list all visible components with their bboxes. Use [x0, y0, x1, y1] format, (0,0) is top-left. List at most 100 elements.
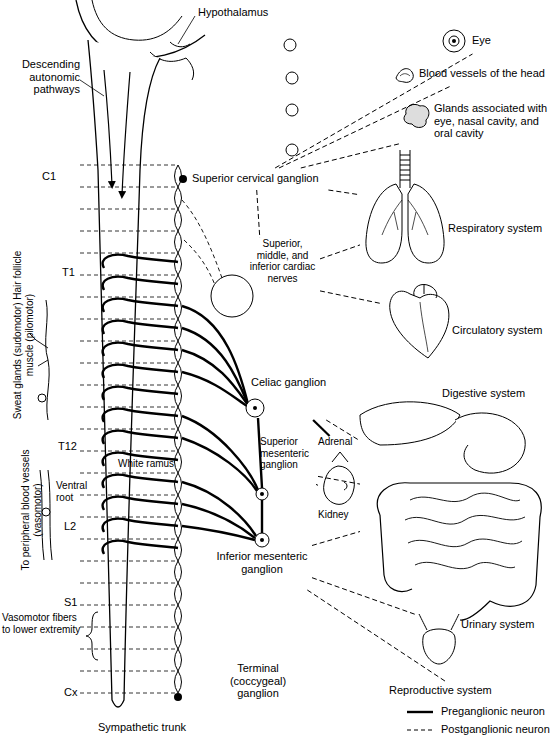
organ-digestive-part	[377, 483, 541, 620]
anatomy-label: C1	[42, 170, 72, 183]
preganglionic-connector	[313, 420, 330, 436]
ganglion: Inferior mesenteric ganglion	[212, 530, 312, 590]
node-label: Terminal (coccygeal) ganglion	[214, 662, 302, 700]
anatomy-label: S1	[64, 596, 94, 609]
anatomy-label: Sweat glands (sudomotor) Hair follicle m…	[12, 250, 35, 420]
ganglion-circle	[284, 39, 296, 51]
organ-lungs-shape	[360, 150, 560, 270]
organ-blood-vessels: Blood vessels of the head	[392, 62, 560, 86]
postganglionic-connector	[318, 476, 360, 484]
legend-row: Preganglionic neuron	[405, 704, 560, 720]
ganglion: Celiac ganglion	[243, 376, 338, 420]
organ-bladder: Urinary system	[415, 614, 560, 666]
node-label: Urinary system	[461, 618, 560, 631]
preganglionic-fiber	[103, 409, 178, 422]
node-label: Adrenal	[318, 436, 368, 448]
ganglion-part	[256, 488, 268, 500]
preganglionic-fiber	[103, 431, 178, 444]
leader-line	[80, 80, 104, 96]
organ-eye: Eye	[440, 28, 550, 54]
node-label: Superior, middle, and inferior cardiac n…	[245, 238, 320, 284]
preganglionic-fiber	[103, 365, 178, 378]
node-label: Superior mesenteric ganglion	[260, 436, 318, 471]
anatomy-label: L2	[64, 520, 94, 533]
ganglion: Terminal (coccygeal) ganglion	[172, 660, 302, 702]
anatomy-label: Hypothalamus	[198, 6, 308, 19]
splanchnic-nerve	[182, 372, 247, 406]
anatomy-label: T1	[62, 266, 92, 279]
splanchnic-nerve	[182, 306, 248, 404]
postganglionic-connector	[312, 578, 415, 615]
postganglionic-connector	[275, 54, 472, 168]
organ-heart-shape	[380, 282, 560, 362]
ganglion-circle	[286, 144, 298, 156]
organ-heart-part	[390, 291, 449, 358]
preganglionic-fiber	[103, 277, 178, 290]
sweat-gland	[38, 394, 46, 402]
postganglionic-connector	[301, 144, 400, 168]
preganglionic-fiber	[103, 541, 178, 554]
node-label: Celiac ganglion	[251, 376, 338, 389]
postganglionic-connector	[279, 86, 451, 168]
organ-heart-part	[420, 302, 428, 352]
ganglion: Superior cervical ganglion	[176, 168, 336, 190]
cardiac-nerve	[184, 240, 215, 285]
ganglion-circle	[286, 104, 298, 116]
organ-bladder-part	[419, 614, 459, 630]
legend-row: Postganglionic neuron	[405, 722, 560, 738]
postganglionic-connector	[316, 484, 318, 486]
postganglionic-connector	[312, 532, 360, 546]
splanchnic-nerve	[182, 438, 257, 491]
splanchnic-nerve	[182, 526, 255, 540]
legend-text: Preganglionic neuron	[441, 705, 545, 718]
spinal-cord	[88, 40, 160, 707]
node-label: Circulatory system	[452, 324, 558, 337]
node-label: Respiratory system	[448, 222, 560, 235]
organ-lungs-part	[400, 150, 410, 188]
postganglionic-connector	[328, 190, 360, 195]
legend-line-sample	[407, 730, 433, 731]
nerve-plexus-circle: Superior, middle, and inferior cardiac n…	[205, 238, 320, 320]
splanchnic-nerve	[182, 504, 255, 538]
legend-line-sample	[407, 711, 433, 713]
organ-label: Reproductive system	[385, 682, 535, 700]
anatomy-label: Cx	[64, 686, 94, 699]
organ-lungs-part	[382, 200, 428, 235]
preganglionic-fiber	[103, 255, 178, 268]
organ-eye-part	[443, 30, 465, 52]
organ-blood-vessels-part	[396, 69, 413, 83]
legend-swatch	[405, 723, 435, 737]
leader-line	[178, 16, 195, 44]
preganglionic-fiber	[103, 497, 178, 510]
organ-lungs: Respiratory system	[360, 150, 560, 270]
organ-lungs-part	[400, 155, 410, 180]
anatomy-label: Descending autonomic pathways	[2, 58, 80, 96]
node-label: Glands associated with eye, nasal cavity…	[434, 102, 558, 140]
nerve-plexus-circle-part	[211, 275, 253, 317]
organ-eye-shape	[440, 28, 550, 54]
preganglionic-fiber	[103, 387, 178, 400]
brain-outline	[92, 0, 182, 40]
anatomy-label: To peripheral blood vessels (vasomotor)	[20, 435, 43, 585]
organ-heart-part	[414, 284, 437, 298]
splanchnic-nerve	[182, 328, 248, 404]
ganglion-part	[260, 538, 264, 542]
organ-kidney-part	[324, 466, 355, 504]
organ-eye-part	[449, 36, 459, 46]
ganglion-part	[255, 533, 269, 547]
organ-eye-part	[452, 39, 456, 43]
ganglion-part	[179, 175, 187, 183]
vessel-ganglion	[42, 508, 50, 516]
splanchnic-nerve	[258, 418, 262, 533]
organ-digestive-part	[360, 402, 460, 445]
postganglionic-connector	[307, 590, 446, 682]
postganglionic-connector	[320, 291, 380, 303]
ganglion-part	[174, 693, 182, 701]
organ-blood-vessels-part	[400, 74, 410, 76]
organ-bladder-part	[423, 629, 456, 664]
node-label: Eye	[472, 34, 542, 47]
ganglion: Superior mesenteric ganglion	[248, 436, 318, 504]
preganglionic-fibers	[103, 255, 262, 554]
